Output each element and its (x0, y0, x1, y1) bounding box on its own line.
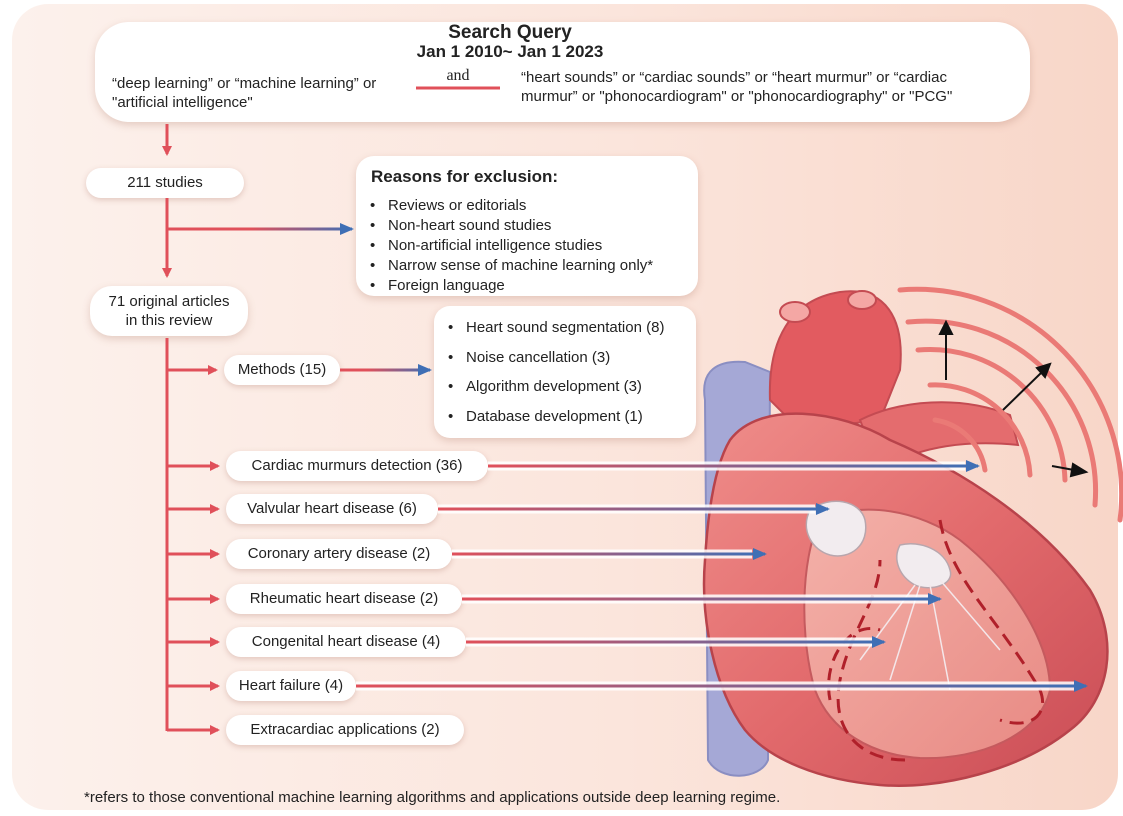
arrow-glow-lines (356, 466, 1075, 686)
category-branch-arrows (167, 370, 218, 730)
